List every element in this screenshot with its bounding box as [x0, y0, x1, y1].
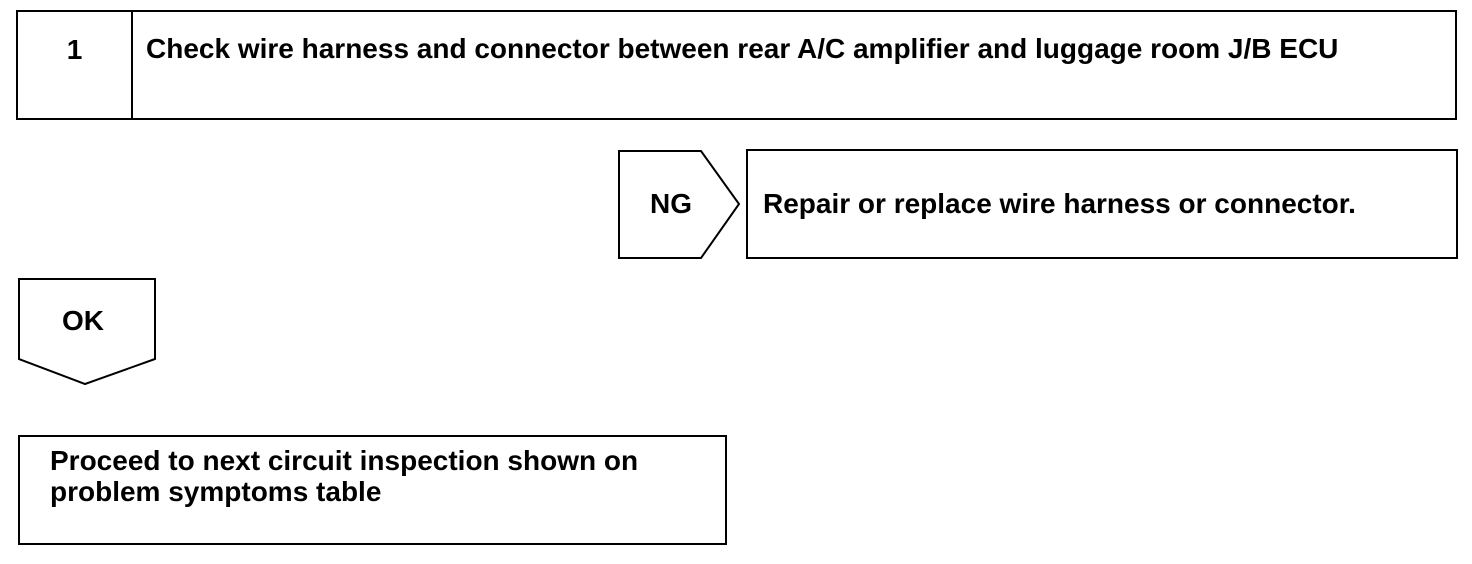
ng-action-text: Repair or replace wire harness or connec… [763, 188, 1356, 219]
ok-label: OK [62, 305, 104, 336]
ng-label: NG [650, 188, 692, 219]
down-arrow-tag-shape [18, 278, 156, 386]
step-box: 1 Check wire harness and connector betwe… [16, 10, 1457, 120]
ng-branch-tag: NG [618, 150, 742, 260]
step-number: 1 [18, 12, 133, 118]
right-arrow-tag-shape [618, 150, 741, 259]
ok-action-text: Proceed to next circuit inspection shown… [50, 445, 639, 507]
step-title: Check wire harness and connector between… [146, 33, 1339, 64]
ng-action-box: Repair or replace wire harness or connec… [746, 149, 1458, 259]
ok-branch-tag: OK [18, 278, 158, 388]
ok-action-box: Proceed to next circuit inspection shown… [18, 435, 727, 545]
